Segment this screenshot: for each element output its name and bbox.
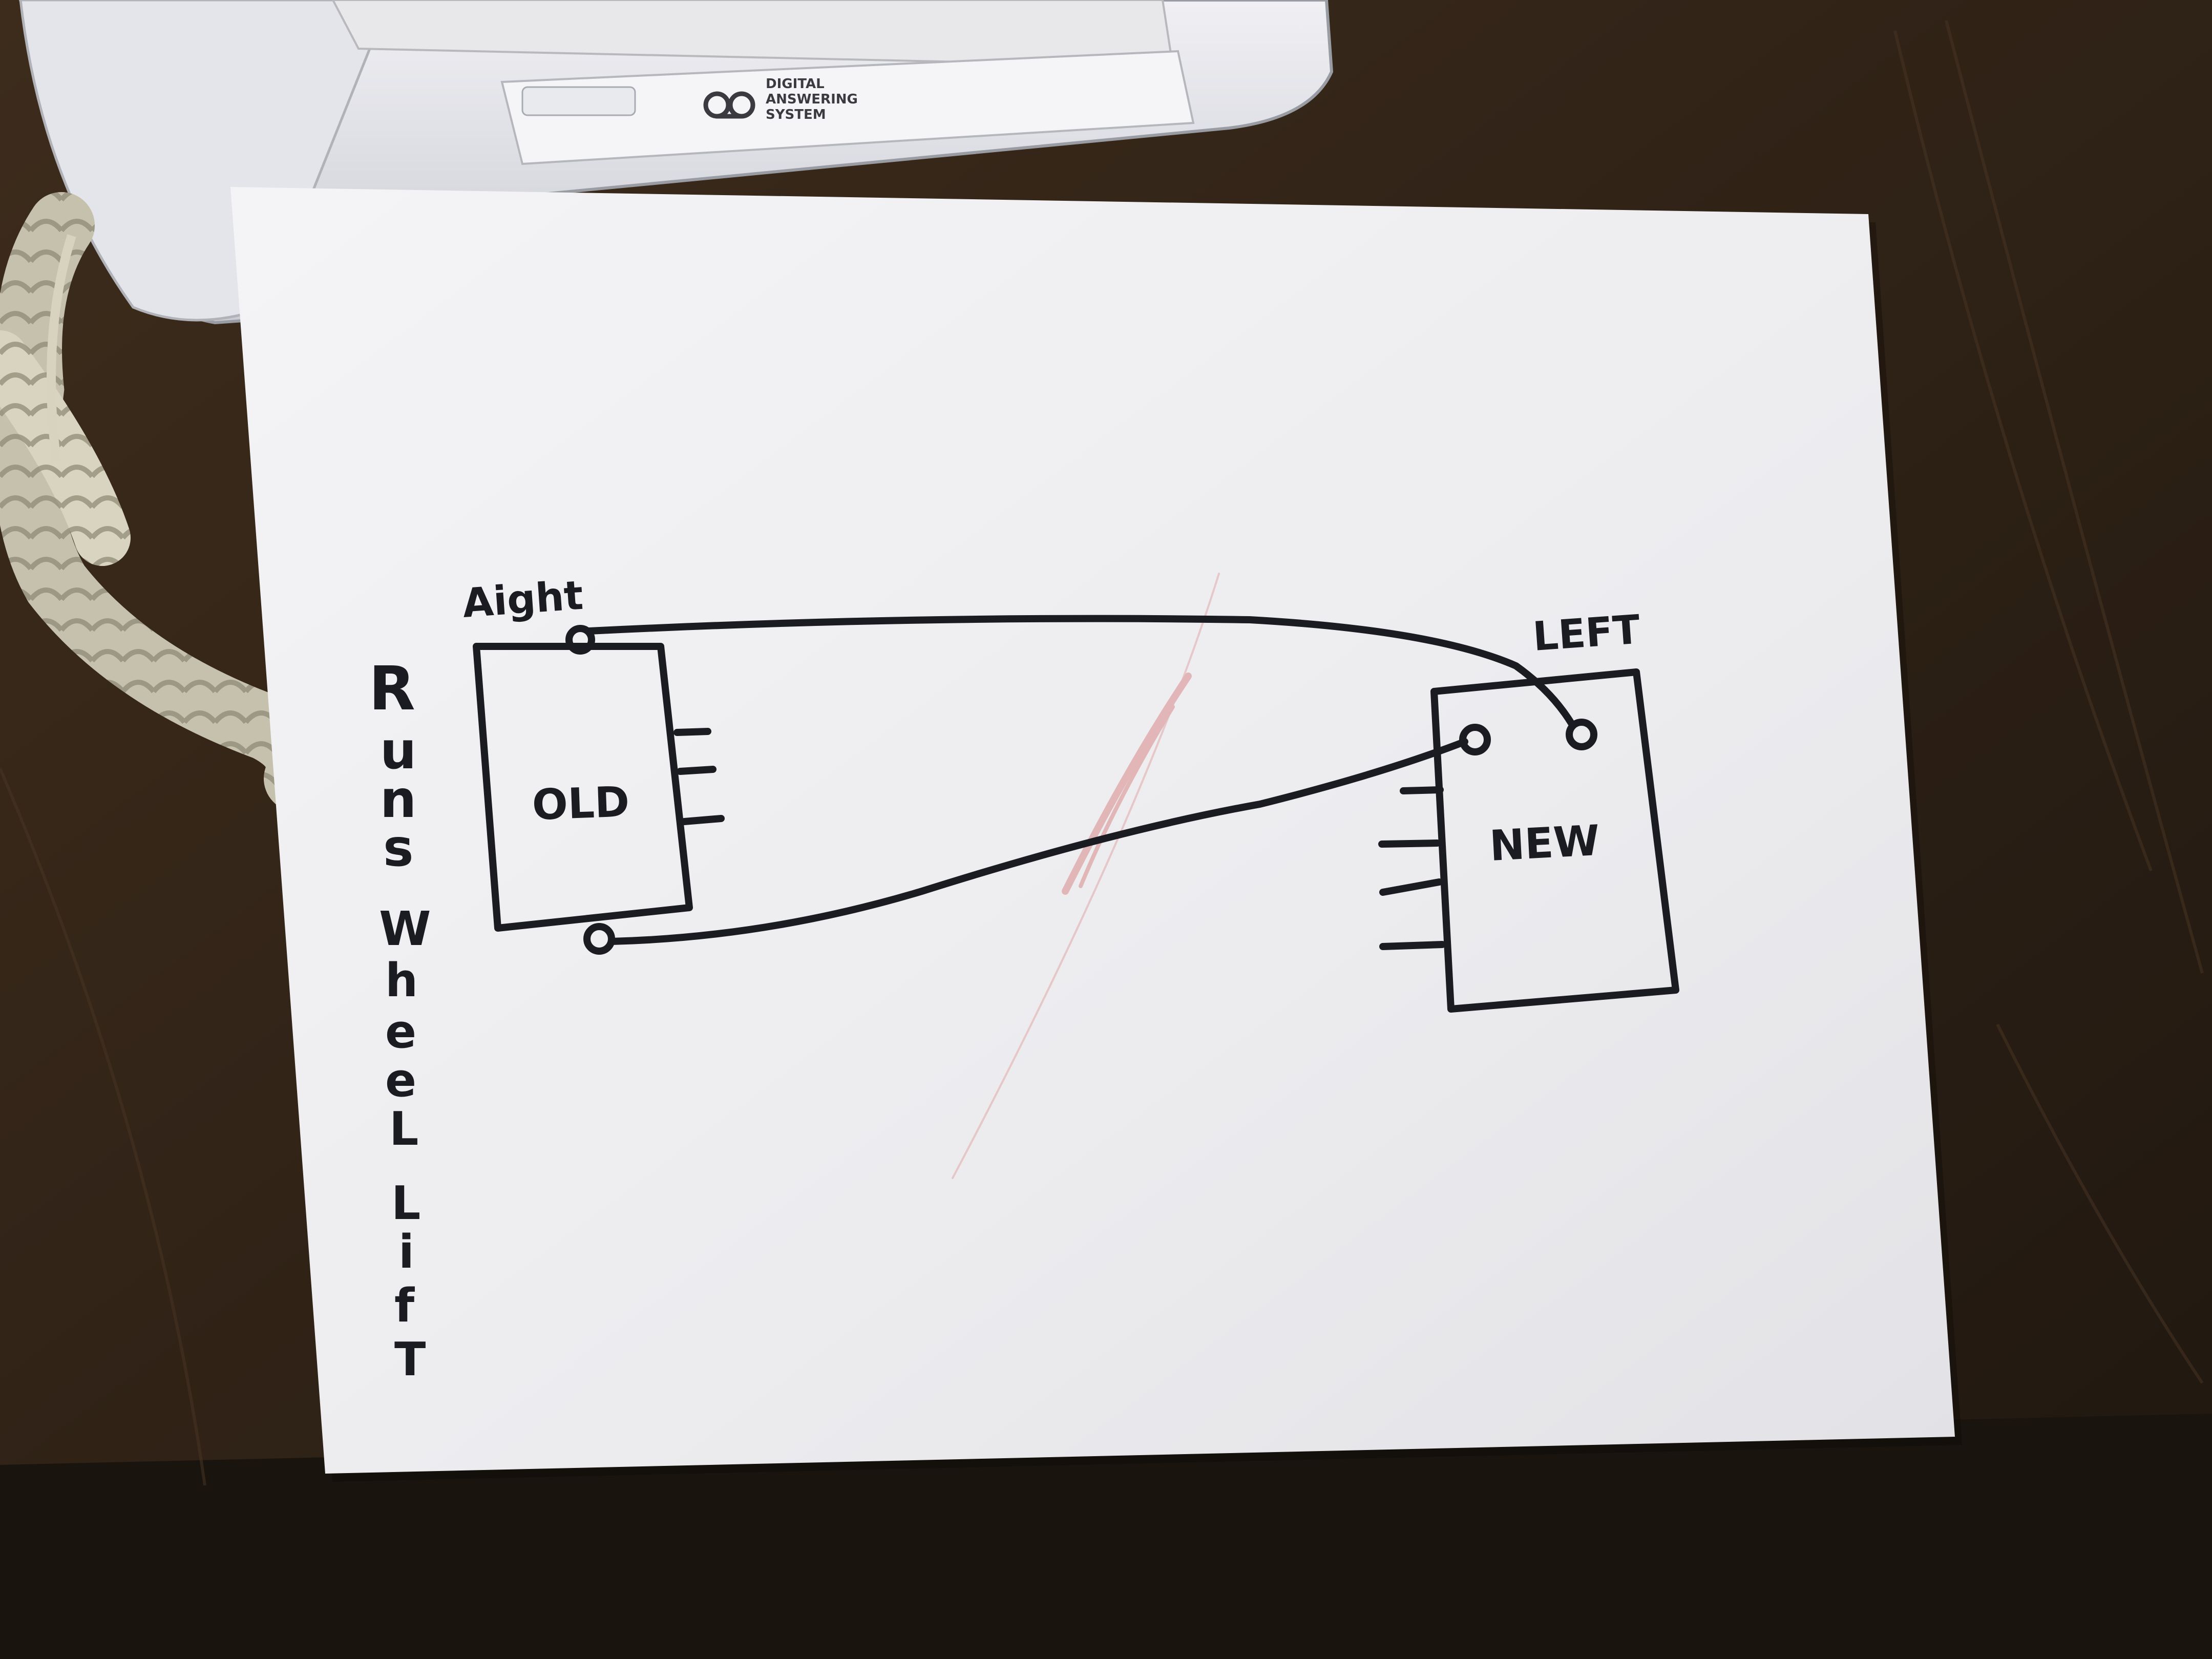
- old-pin-3: [681, 815, 725, 825]
- wire-old-bottom-to-new-left: [608, 738, 1468, 945]
- side-note-letter: e: [385, 1054, 416, 1107]
- desk-edge-shadow: [0, 1414, 2212, 1659]
- wiring-diagram: [473, 615, 1679, 1013]
- new-right-terminal: [1566, 719, 1597, 750]
- side-note-letter: L: [389, 1102, 418, 1156]
- device-brand-line-3: SYSTEM: [766, 107, 826, 122]
- side-note-letter: n: [380, 769, 416, 829]
- device-brand-line-2: ANSWERING: [766, 92, 858, 107]
- side-note-letter: s: [383, 818, 414, 878]
- tape-reels-icon: [703, 91, 755, 119]
- old-corner-label: Aight: [461, 573, 584, 627]
- side-note-letter: W: [379, 901, 431, 956]
- new-corner-label: LEFT: [1531, 607, 1641, 660]
- old-box-label: OLD: [531, 778, 630, 830]
- new-component-box: [1430, 668, 1679, 1013]
- device-brand-line-1: DIGITAL: [766, 76, 825, 92]
- side-note-letter: h: [385, 954, 418, 1007]
- phone-cord: [0, 192, 332, 812]
- old-pin-1: [673, 728, 711, 736]
- side-note-letter: u: [380, 721, 416, 781]
- side-note-letter: R: [369, 653, 415, 724]
- old-component-box: [473, 643, 693, 932]
- wood-grain: [0, 20, 2204, 1486]
- red-stain: [952, 573, 1220, 1179]
- side-note-letter: i: [398, 1225, 414, 1279]
- new-pin-3: [1379, 878, 1443, 896]
- new-pin-2: [1378, 839, 1441, 848]
- new-pin-4: [1379, 941, 1446, 950]
- new-pin-1: [1400, 786, 1444, 794]
- old-top-terminal: [565, 625, 595, 655]
- side-note-letter: e: [385, 1005, 416, 1059]
- side-note: R u n s W h e e L L i f T: [369, 653, 431, 1387]
- wire-old-top-to-new-right: [585, 615, 1575, 727]
- side-note-letter: T: [394, 1333, 426, 1387]
- old-pin-2: [677, 766, 717, 775]
- side-note-letter: f: [394, 1279, 415, 1333]
- side-note-letter: L: [391, 1177, 420, 1230]
- new-box-label: NEW: [1488, 816, 1601, 871]
